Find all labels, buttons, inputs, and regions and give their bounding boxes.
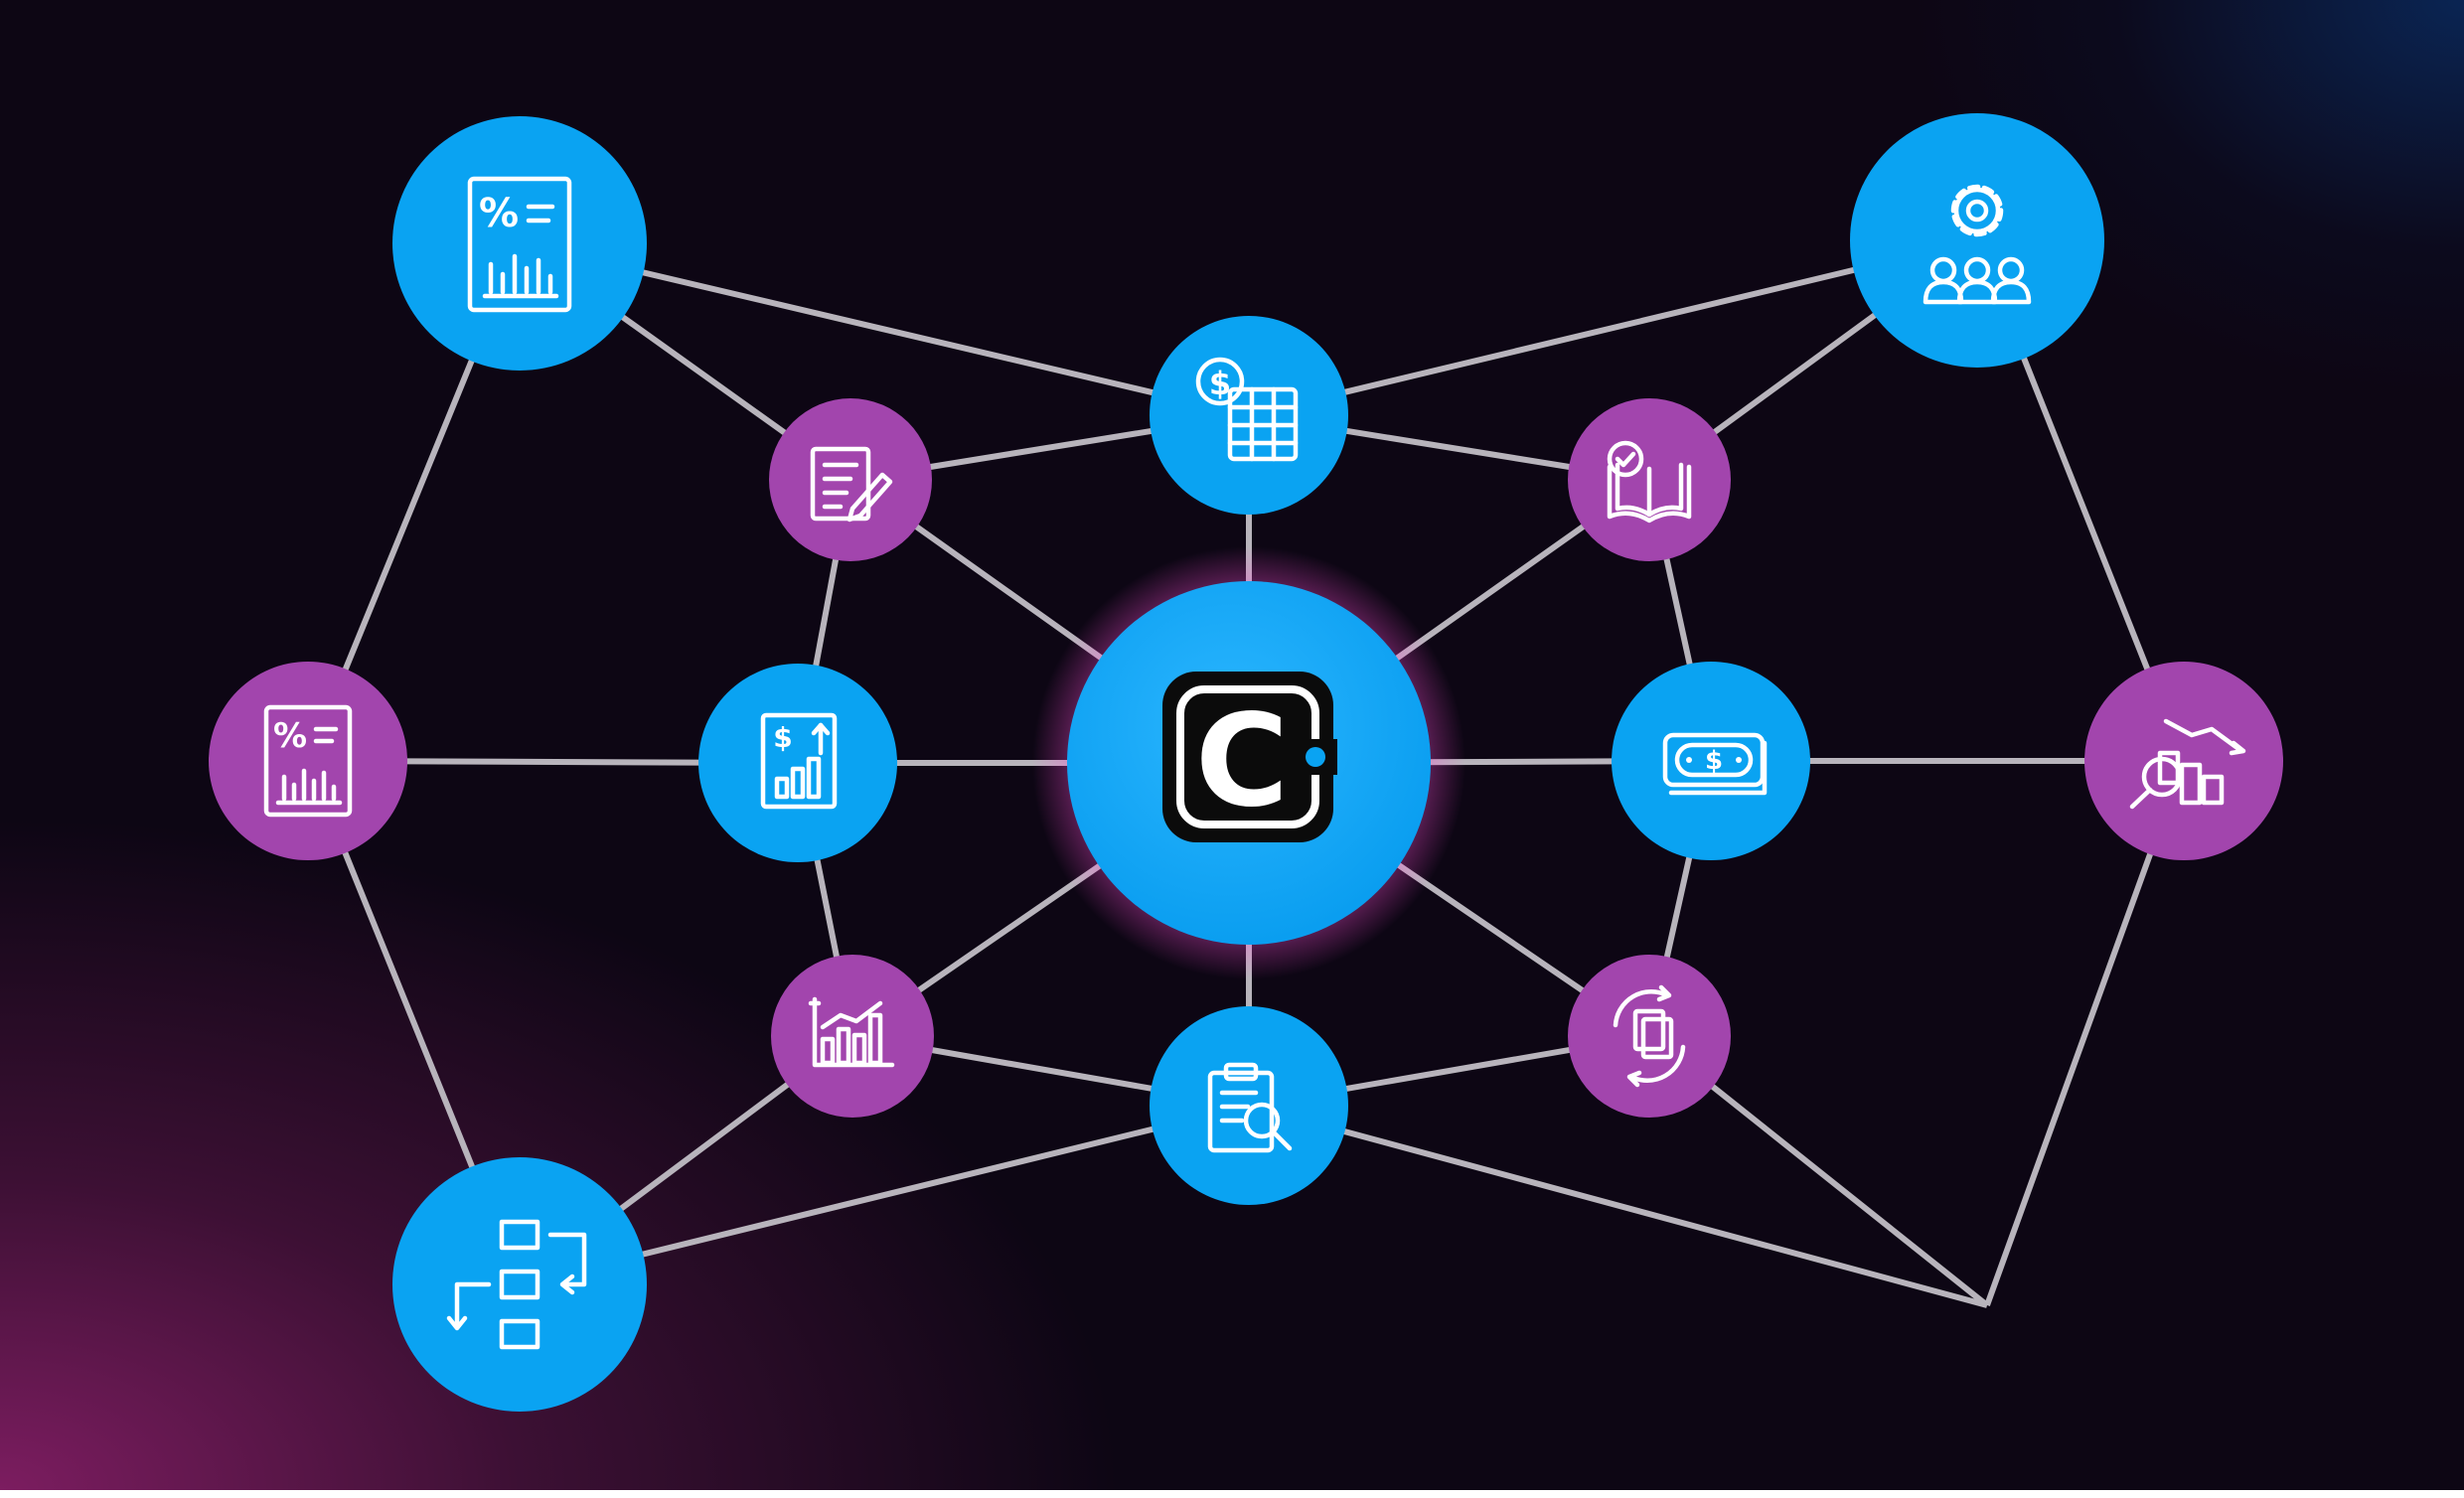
node-lower-right-inner [1568,955,1731,1118]
node-bottom-center [1150,1006,1348,1205]
bar-chart-growth-icon [808,996,895,1068]
svg-text:%: % [479,191,519,236]
dollar-spreadsheet-icon: $ [1195,357,1299,462]
hub-node: C [1032,546,1465,979]
node-lower-left-inner [771,955,934,1118]
percent-report-icon-2: % [263,704,353,818]
node-bottom-left [392,1157,647,1412]
workflow-blocks-icon [446,1219,587,1350]
svg-text:$: $ [1209,365,1231,402]
document-pen-icon [810,446,893,523]
company-logo-c-icon: C [1162,672,1337,842]
dollar-growth-report-icon: $ [760,712,838,810]
logo-dot [1306,747,1325,767]
node-upper-left-inner [769,398,932,561]
document-sync-icon [1613,984,1686,1088]
node-mid-right-outer [2084,662,2283,860]
node-top-center: $ [1150,316,1348,515]
node-mid-right-inner: $ [1612,662,1810,860]
gear-team-icon [1923,184,2032,305]
percent-report-icon: % [467,176,572,313]
svg-text:$: $ [773,721,792,754]
svg-text:%: % [273,716,307,756]
clipboard-search-icon [1207,1062,1293,1153]
node-upper-right-inner [1568,398,1731,561]
magnify-chart-decline-icon [2129,718,2246,810]
nodes: C % [209,113,2283,1412]
banknote-icon: $ [1662,732,1768,796]
svg-text:$: $ [1705,746,1723,776]
node-mid-left-inner: $ [698,664,897,862]
node-top-left: % [392,116,647,371]
edge-bottom-center-to-bottom-right-junction [1248,1103,1988,1308]
logo-letter: C [1195,687,1289,835]
node-top-right [1850,113,2104,368]
book-check-icon [1607,440,1692,524]
node-mid-left-outer: % [209,662,407,860]
